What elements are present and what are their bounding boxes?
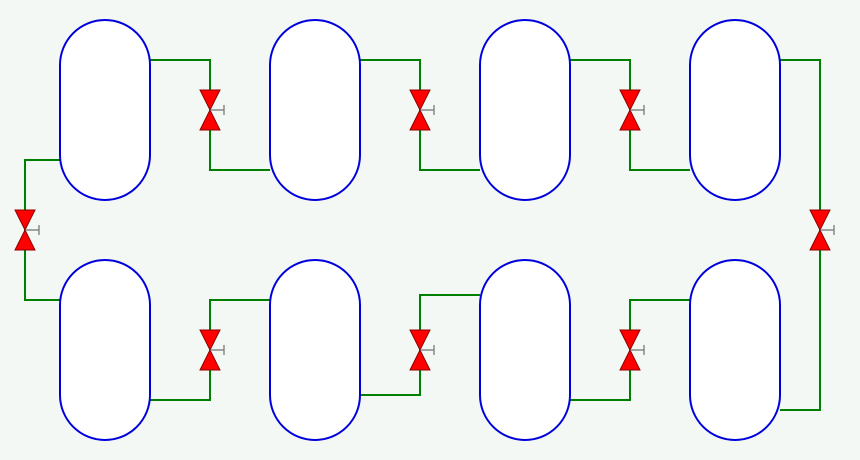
- valve-5-upper-triangle: [199, 329, 221, 352]
- valve-2-stem: [420, 105, 435, 115]
- valve-4[interactable]: [809, 209, 835, 251]
- valve-8-lower-triangle: [14, 228, 36, 251]
- valve-7[interactable]: [619, 329, 645, 371]
- vessel-7[interactable]: [479, 259, 571, 441]
- valve-5[interactable]: [199, 329, 225, 371]
- vessel-group: [59, 19, 781, 441]
- valve-group: [14, 89, 835, 371]
- vessel-1[interactable]: [59, 19, 151, 201]
- valve-1-upper-triangle: [199, 89, 221, 112]
- valve-1-stem: [210, 105, 225, 115]
- valve-7-stem: [630, 345, 645, 355]
- valve-8[interactable]: [14, 209, 40, 251]
- vessel-5[interactable]: [59, 259, 151, 441]
- valve-3-stem: [630, 105, 645, 115]
- vessel-3[interactable]: [479, 19, 571, 201]
- valve-2-upper-triangle: [409, 89, 431, 112]
- valve-4-stem: [820, 225, 835, 235]
- vessel-4[interactable]: [689, 19, 781, 201]
- valve-4-upper-triangle: [809, 209, 831, 232]
- valve-3-lower-triangle: [619, 108, 641, 131]
- valve-3-upper-triangle: [619, 89, 641, 112]
- valve-2-lower-triangle: [409, 108, 431, 131]
- valve-1[interactable]: [199, 89, 225, 131]
- valve-5-stem: [210, 345, 225, 355]
- vessel-6[interactable]: [269, 259, 361, 441]
- valve-8-upper-triangle: [14, 209, 36, 232]
- valve-8-stem: [25, 225, 40, 235]
- valve-1-lower-triangle: [199, 108, 221, 131]
- valve-6-lower-triangle: [409, 348, 431, 371]
- vessel-8[interactable]: [689, 259, 781, 441]
- valve-6-stem: [420, 345, 435, 355]
- valve-2[interactable]: [409, 89, 435, 131]
- valve-3[interactable]: [619, 89, 645, 131]
- valve-7-lower-triangle: [619, 348, 641, 371]
- valve-4-lower-triangle: [809, 228, 831, 251]
- valve-5-lower-triangle: [199, 348, 221, 371]
- valve-6[interactable]: [409, 329, 435, 371]
- valve-7-upper-triangle: [619, 329, 641, 352]
- valve-6-upper-triangle: [409, 329, 431, 352]
- vessel-2[interactable]: [269, 19, 361, 201]
